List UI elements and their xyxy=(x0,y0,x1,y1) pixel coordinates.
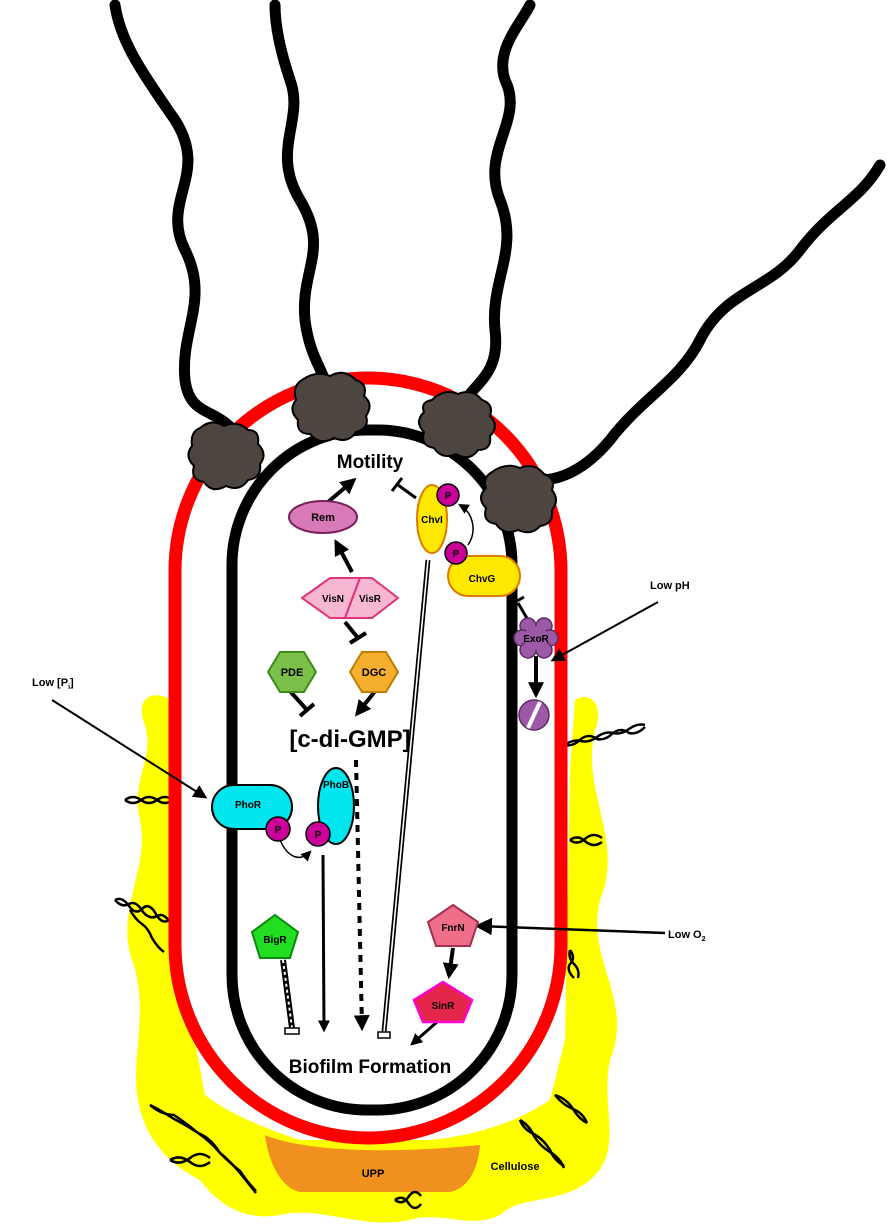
arrow-visnr-to-rem xyxy=(334,539,354,573)
phor-label: PhoR xyxy=(235,800,262,811)
inhibit-bar-exor-chvg xyxy=(509,595,525,607)
chvi-phospho xyxy=(436,483,460,507)
rem-node xyxy=(288,500,358,534)
arrow-rem-to-motility xyxy=(326,477,357,504)
low-pi-label: Low [Pi] xyxy=(32,677,74,691)
biofilm-matrix xyxy=(127,695,618,1223)
flagellar-motor-4 xyxy=(480,464,557,534)
arrow-phob-to-biofilm xyxy=(317,854,330,1033)
flagellar-motors xyxy=(187,371,557,534)
flagella xyxy=(109,0,886,486)
inhibit-bar-pde-cdigmp xyxy=(298,702,316,718)
inhibit-exor-chvg xyxy=(516,602,530,621)
biofilm-formation-label: Biofilm Formation xyxy=(289,1057,452,1078)
arrow-cdigmp-to-biofilm xyxy=(353,759,370,1032)
upp-region xyxy=(265,1135,480,1192)
arrow-phor-to-phob-phospho xyxy=(279,839,312,862)
inhibit-chvi-biofilm xyxy=(377,559,431,1039)
flagellar-motor-1 xyxy=(187,421,265,491)
arrow-chvg-to-chvi-phospho xyxy=(458,503,474,546)
arrow-sinr-to-biofilm xyxy=(410,1020,438,1046)
chvg-phospho xyxy=(444,541,468,565)
exor-cleaved-node xyxy=(518,699,550,731)
inhibit-visnr-dgc xyxy=(343,620,360,640)
arrow-lowpi-to-phor xyxy=(51,699,208,799)
arrow-dgc-to-cdigmp xyxy=(355,688,378,717)
flagellar-motor-3 xyxy=(418,391,496,459)
chvg-label: ChvG xyxy=(469,574,496,585)
inhibit-bigr-biofilm xyxy=(280,959,300,1035)
fnrn-node xyxy=(426,903,480,947)
visn-label: VisN xyxy=(322,594,344,605)
exor-node xyxy=(513,617,559,659)
upp-label: UPP xyxy=(362,1168,385,1180)
inhibit-bar-visnr-dgc xyxy=(348,631,368,645)
chvg-phospho-label: P xyxy=(453,549,460,560)
pde-node xyxy=(266,651,318,693)
visr-node xyxy=(343,577,400,619)
flagellar-motor-2 xyxy=(291,371,371,443)
c-di-gmp-label: [c-di-GMP] xyxy=(289,726,410,753)
phor-phospho xyxy=(265,816,291,842)
phob-phospho-label: P xyxy=(315,830,322,841)
arrow-lowph-to-exor xyxy=(550,601,659,662)
low-ph-label: Low pH xyxy=(650,580,690,592)
arrow-fnrn-to-sinr xyxy=(442,947,459,980)
dgc-node xyxy=(348,651,400,693)
sinr-label: SinR xyxy=(432,1001,456,1012)
phob-phospho xyxy=(305,821,331,847)
inhibit-chvi-motility xyxy=(397,483,417,500)
sinr-node xyxy=(412,980,474,1024)
bigr-node xyxy=(250,913,300,959)
inhibit-bar-chvi-motility xyxy=(390,477,404,492)
inhibit-pde-cdigmp xyxy=(287,688,309,712)
bigr-label: BigR xyxy=(263,935,287,946)
visr-label: VisR xyxy=(359,594,382,605)
arrow-lowo2-to-fnrn xyxy=(474,917,666,936)
dgc-label: DGC xyxy=(362,667,387,679)
phor-phospho-label: P xyxy=(275,825,282,836)
chvg-node xyxy=(447,555,521,597)
phob-label: PhoB xyxy=(323,780,349,791)
chvi-phospho-label: P xyxy=(445,491,452,502)
regulatory-edges xyxy=(51,477,666,1046)
chvi-label: ChvI xyxy=(421,515,443,526)
exor-label: ExoR xyxy=(523,634,549,645)
rem-label: Rem xyxy=(311,512,335,524)
low-o2-label: Low O2 xyxy=(668,929,706,943)
fnrn-label: FnrN xyxy=(441,923,464,934)
pde-label: PDE xyxy=(281,667,304,679)
cellulose-fibers xyxy=(114,723,646,1210)
motility-label: Motility xyxy=(337,452,404,473)
cellulose-label: Cellulose xyxy=(491,1161,540,1173)
